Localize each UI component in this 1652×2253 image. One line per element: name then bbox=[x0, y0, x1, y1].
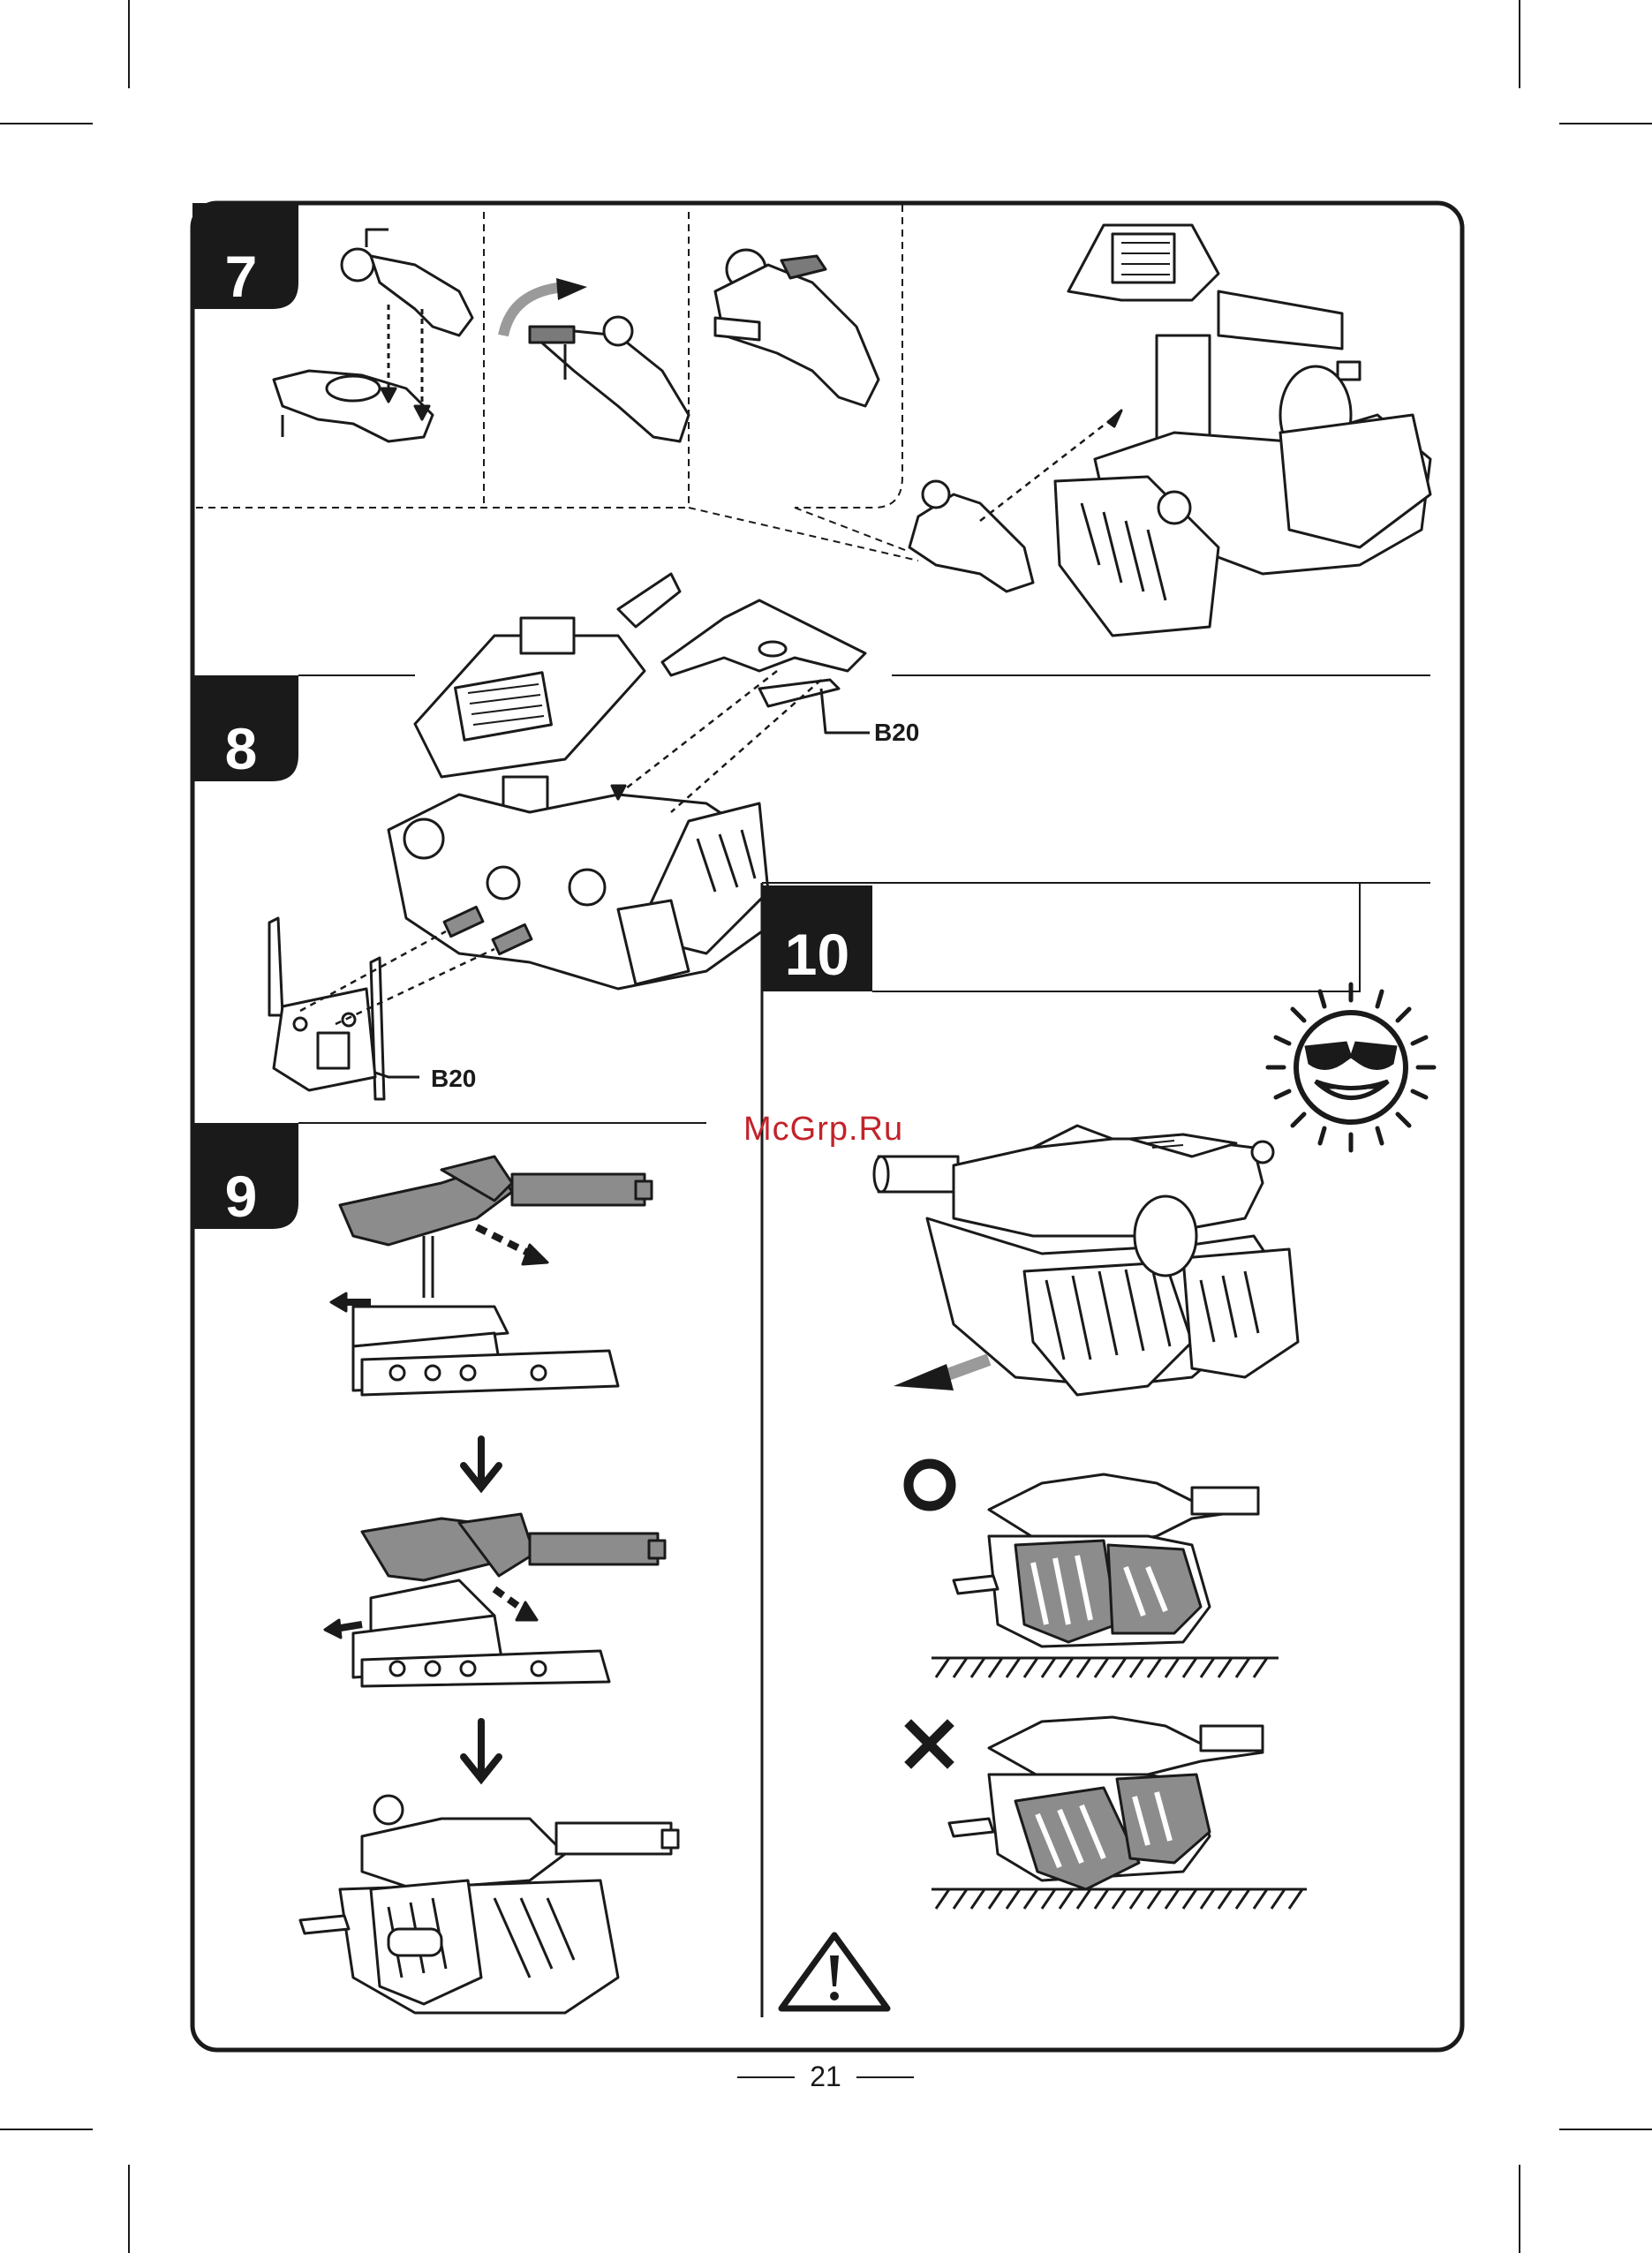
step-10-correct-illustration bbox=[954, 1474, 1258, 1646]
step-9a-illustration bbox=[331, 1157, 652, 1395]
step-7-number: 7 bbox=[192, 247, 290, 305]
step-9-arrow-1 bbox=[464, 1439, 499, 1488]
b20-upper-part bbox=[612, 600, 870, 812]
step-10-incorrect-illustration bbox=[949, 1717, 1263, 1889]
ground-correct bbox=[932, 1658, 1279, 1677]
step-9b-illustration bbox=[325, 1514, 665, 1686]
step-10-robot bbox=[874, 1126, 1298, 1395]
step-9-number: 9 bbox=[192, 1167, 290, 1225]
step-7c-illustration bbox=[715, 250, 879, 406]
circle-correct-icon bbox=[909, 1464, 951, 1506]
step-8-number: 8 bbox=[192, 720, 290, 778]
b20-upper-label: B20 bbox=[874, 719, 919, 747]
step-7a-illustration bbox=[274, 230, 472, 441]
step-7-robot bbox=[909, 225, 1430, 636]
step-7b-illustration bbox=[503, 278, 689, 441]
page-number: 21 bbox=[795, 2061, 856, 2093]
ground-incorrect bbox=[932, 1889, 1307, 1909]
b20-lower-label: B20 bbox=[431, 1065, 476, 1093]
watermark-text: McGrp.Ru bbox=[743, 1111, 903, 1149]
step-10-number: 10 bbox=[762, 925, 872, 983]
smiling-sun-sunglasses-icon bbox=[1268, 984, 1434, 1150]
cross-incorrect-icon bbox=[911, 1726, 947, 1762]
step-10-callout bbox=[1289, 883, 1360, 991]
step-9c-illustration bbox=[300, 1796, 678, 2013]
warning-triangle-icon bbox=[781, 1935, 887, 2008]
step-9-arrow-2 bbox=[464, 1722, 499, 1779]
